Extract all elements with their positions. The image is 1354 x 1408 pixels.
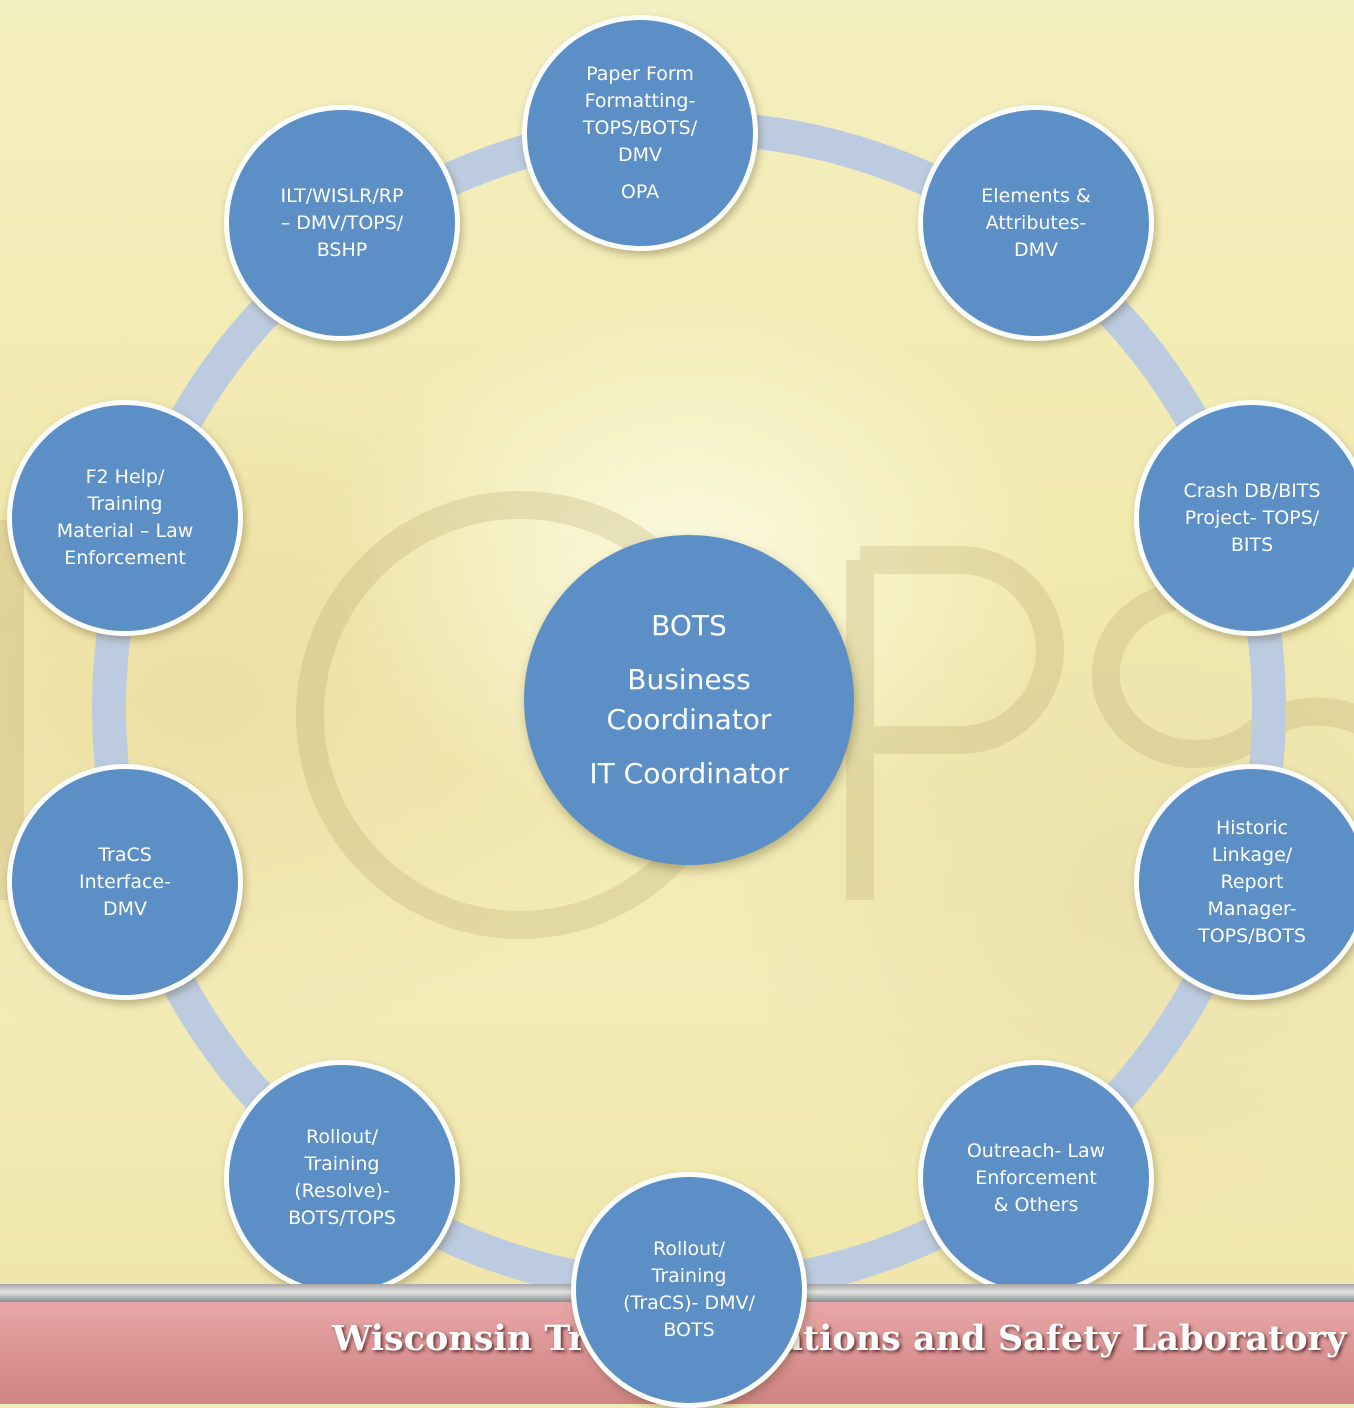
node-text: Formatting- (584, 89, 696, 112)
node-text: – DMV/TOPS/ (280, 211, 404, 234)
node-text: BOTS (663, 1319, 715, 1341)
node-text: DMV (617, 143, 663, 166)
node-text: TraCS (98, 843, 152, 866)
node-text: Historic (1215, 816, 1289, 839)
node-text: Training (304, 1153, 380, 1175)
node-text: Project- TOPS/ (1184, 506, 1320, 529)
center-line-coordinator: Coordinator (606, 703, 772, 736)
node-historic-linkage: Historic Linkage/ Report Manager- TOPS/B… (1134, 764, 1354, 1000)
node-text: Report (1220, 870, 1284, 893)
node-text: Paper Form (586, 62, 694, 85)
center-title: BOTS (651, 609, 727, 642)
node-text: Outreach- Law (966, 1139, 1106, 1162)
node-text: Enforcement (64, 547, 186, 569)
node-text: Attributes- (985, 211, 1087, 234)
node-text: TOPS/BOTS/ (582, 116, 698, 139)
node-f2-help: F2 Help/ Training Material – Law Enforce… (7, 400, 243, 636)
node-text: Manager- (1207, 897, 1297, 920)
node-paper-form: Paper Form Formatting- TOPS/BOTS/ DMV OP… (522, 15, 758, 251)
node-rollout-resolve: Rollout/ Training (Resolve)- BOTS/TOPS (224, 1060, 460, 1296)
node-text: OPA (620, 180, 660, 203)
footer-title: Wisconsin Traffic Operations and Safety … (332, 1318, 1346, 1359)
node-outreach: Outreach- Law Enforcement & Others (918, 1060, 1154, 1296)
node-text: BSHP (316, 238, 368, 261)
center-node-bots: BOTS Business Coordinator IT Coordinator (524, 535, 854, 865)
node-text: TOPS/BOTS (1198, 924, 1306, 947)
node-rollout-tracs: Rollout/ Training (TraCS)- DMV/ BOTS (571, 1172, 807, 1408)
node-text: BITS (1230, 533, 1274, 556)
node-text: Crash DB/BITS (1183, 479, 1321, 502)
node-text: Training (651, 1265, 727, 1287)
node-text: (TraCS)- DMV/ (623, 1292, 755, 1314)
footer-title-text: Wisconsin Traffic Operations and Safety … (332, 1318, 1347, 1359)
node-tracs-interface: TraCS Interface- DMV (7, 764, 243, 1000)
node-text: BOTS/TOPS (288, 1207, 396, 1229)
node-text: Enforcement (975, 1166, 1097, 1189)
node-text: Training (87, 493, 163, 515)
node-crash-db: Crash DB/BITS Project- TOPS/ BITS (1134, 400, 1354, 636)
node-text: Linkage/ (1211, 843, 1293, 866)
center-line-it-coordinator: IT Coordinator (589, 757, 789, 790)
node-text: DMV (1013, 238, 1059, 261)
node-text: F2 Help/ (85, 466, 165, 488)
center-line-business: Business (627, 663, 751, 696)
node-elements-attributes: Elements & Attributes- DMV (918, 105, 1154, 341)
node-text: ILT/WISLR/RP (280, 184, 404, 207)
node-text: Interface- (79, 870, 171, 893)
node-text: & Others (993, 1193, 1079, 1216)
node-text: Material – Law (56, 520, 194, 542)
node-text: Rollout/ (305, 1126, 379, 1148)
node-ilt-wislr: ILT/WISLR/RP – DMV/TOPS/ BSHP (224, 105, 460, 341)
node-text: (Resolve)- (294, 1180, 390, 1202)
node-text: DMV (102, 897, 148, 920)
node-text: Elements & (981, 184, 1091, 207)
node-text: Rollout/ (652, 1238, 726, 1260)
